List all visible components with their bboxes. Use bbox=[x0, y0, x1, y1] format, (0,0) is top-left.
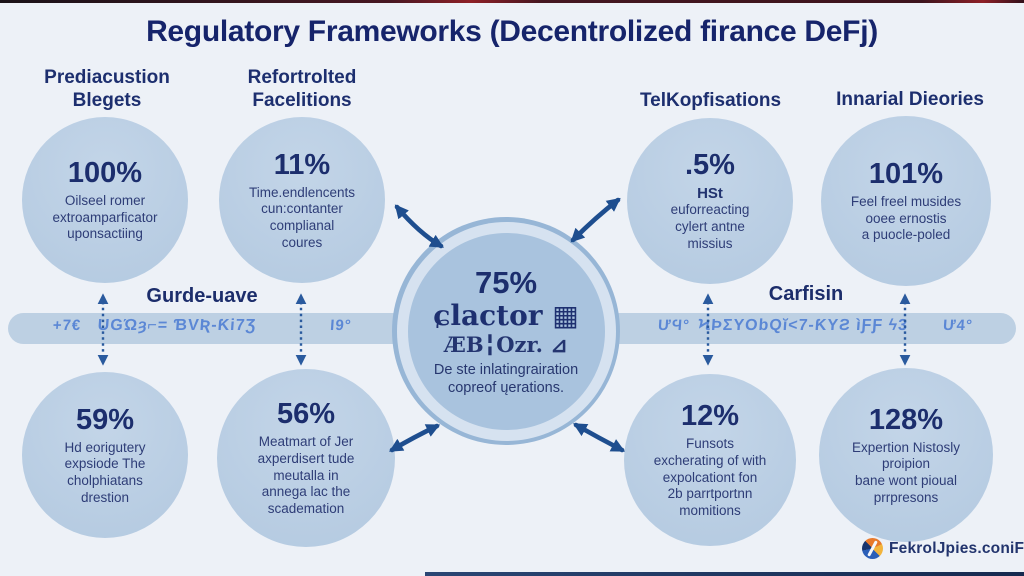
stat-line: Feel freel musides bbox=[850, 193, 962, 209]
stat-line: Meatmart of Jer bbox=[258, 434, 354, 450]
stat-line: a puocle-poled bbox=[861, 227, 951, 243]
center-line: copreof ųerations. bbox=[447, 379, 565, 396]
center-glyph-text: ɕlactor ▦ bbox=[433, 298, 579, 332]
stat-line: cylert antne bbox=[675, 219, 745, 235]
stat-line: Hd eorigutery bbox=[64, 439, 146, 455]
column-header-line: Prediacustion bbox=[44, 67, 170, 88]
stat-line: extroamparficator bbox=[52, 209, 158, 225]
stat-line: cholphiatans bbox=[67, 473, 143, 488]
stat-circle-top-1: 100% Oilseel romer extroamparficator upo… bbox=[22, 117, 188, 283]
stat-value: .5% bbox=[685, 149, 735, 182]
stat-value: 128% bbox=[868, 403, 944, 436]
column-header-1: Prediacustion Blegets bbox=[12, 67, 202, 113]
column-header-line: Innarial Dieories bbox=[836, 89, 984, 110]
band-label-left: Gurde-uave bbox=[146, 285, 258, 307]
stat-line: bane wont pioual bbox=[854, 473, 958, 488]
brand-name: FekrolJpies.coniF bbox=[889, 539, 1024, 557]
stat-value: 56% bbox=[276, 398, 336, 431]
stat-line: Expertion Nistosly bbox=[851, 439, 961, 455]
stat-line: Oilseel romer bbox=[64, 192, 146, 208]
stat-circle-top-2: 11% Time.endlencents cun:contanter compl… bbox=[219, 117, 385, 283]
stat-line: Time.endlencents bbox=[248, 184, 356, 200]
center-hub-ring: 75% ɕlactor ▦ ÆB╏Ozr. ⊿ De ste inlatingr… bbox=[396, 221, 616, 441]
band-glyph-text: ϞϷΣYObQĭ<7-ƘYƧ ìƑƑ ϟ3 bbox=[697, 317, 909, 334]
column-header-4: Innarial Dieories bbox=[806, 89, 1014, 112]
stat-line: expolcationt fon bbox=[662, 469, 758, 485]
stat-line: expsiode The bbox=[64, 456, 146, 472]
stat-value: 12% bbox=[680, 400, 740, 433]
column-header-line: Blegets bbox=[72, 89, 142, 111]
stat-circle-bottom-4: 128% Expertion Nistosly proipion bane wo… bbox=[819, 368, 993, 542]
stat-circle-bottom-3: 12% Funsots excherating of with expolcat… bbox=[624, 374, 796, 546]
bottom-edge-artifact bbox=[425, 572, 1024, 576]
stat-line: drestion bbox=[80, 489, 130, 505]
center-glyph-text: ÆB╏Ozr. ⊿ bbox=[444, 331, 568, 357]
stat-line: momitions bbox=[679, 503, 741, 519]
column-header-3: TelKopfisations bbox=[613, 90, 808, 113]
stat-line: scademation bbox=[267, 501, 345, 517]
stat-line: missius bbox=[687, 235, 733, 251]
stat-value: 101% bbox=[868, 157, 944, 190]
page-title: Regulatory Frameworks (Decentrolized fir… bbox=[146, 15, 878, 48]
band-label-right: Carfisin bbox=[768, 283, 844, 305]
band-glyph-text: Ư4° bbox=[942, 317, 974, 334]
stat-line: complianal bbox=[269, 218, 335, 233]
column-header-line: Facelitions bbox=[252, 89, 352, 111]
column-header-line: TelKopfisations bbox=[639, 90, 782, 111]
stat-line: annega lac the bbox=[261, 484, 351, 500]
center-hub-inner: 75% ɕlactor ▦ ÆB╏Ozr. ⊿ De ste inlatingr… bbox=[407, 232, 605, 430]
center-line: De ste inlatingrairation bbox=[433, 361, 579, 378]
stat-value: 11% bbox=[273, 148, 331, 181]
stat-line: 2b parrtportnn bbox=[667, 486, 753, 502]
stat-line: Funsots bbox=[685, 436, 735, 452]
band-glyph-text: ƯϤ° bbox=[657, 317, 691, 334]
stat-value: 100% bbox=[67, 156, 143, 189]
top-edge-artifact bbox=[0, 0, 1024, 3]
stat-subheading: HSt bbox=[697, 185, 723, 203]
stat-line: euforreacting bbox=[670, 202, 750, 218]
stat-circle-top-4: 101% Feel freel musides ooee ernostis a … bbox=[821, 116, 991, 286]
column-header-line: Refortrolted bbox=[247, 67, 357, 88]
column-header-2: Refortrolted Facelitions bbox=[207, 67, 397, 113]
stat-circle-bottom-1: 59% Hd eorigutery expsiode The cholphiat… bbox=[22, 372, 188, 538]
stat-line: axperdisert tude bbox=[257, 450, 355, 466]
stat-value: 59% bbox=[75, 403, 135, 436]
stat-line: excherating of with bbox=[653, 452, 767, 468]
band-glyph-text: UGΏȝ⌐= ƁVƦ-Ƙi7Ʒ bbox=[97, 317, 257, 334]
stat-line: coures bbox=[281, 234, 323, 250]
stat-line: uponsactiing bbox=[67, 226, 143, 242]
stat-circle-bottom-2: 56% Meatmart of Jer axperdisert tude meu… bbox=[217, 369, 395, 547]
band-glyph-text: +7€ bbox=[52, 317, 82, 334]
brand-footer: FekrolJpies.coniF bbox=[862, 538, 1024, 559]
stat-circle-top-3: .5% HSt euforreacting cylert antne missi… bbox=[627, 118, 793, 284]
stat-line: meutalla in bbox=[273, 467, 339, 483]
swirl-globe-icon bbox=[862, 538, 883, 559]
stat-line: cun:contanter bbox=[261, 201, 343, 217]
stat-line: ooee ernostis bbox=[865, 210, 947, 226]
center-hub-circle: 75% ɕlactor ▦ ÆB╏Ozr. ⊿ De ste inlatingr… bbox=[392, 217, 620, 445]
stat-line: proipion bbox=[881, 456, 931, 472]
band-glyph-text: Ɩ9° bbox=[329, 317, 353, 334]
stat-line: prrpresons bbox=[873, 489, 939, 505]
center-stat-value: 75% bbox=[474, 264, 538, 300]
